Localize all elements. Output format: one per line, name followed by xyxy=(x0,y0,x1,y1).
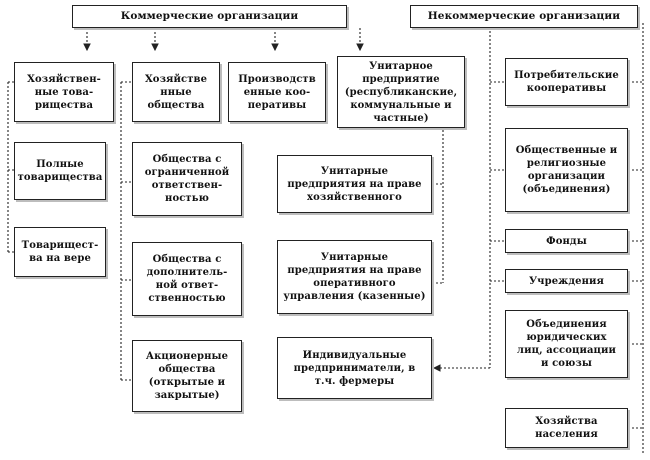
consumer-cooperatives-box: Потребительские кооперативы xyxy=(505,58,628,106)
unitary-enterprise-box: Унитарное предприятие (республиканские, … xyxy=(337,56,465,128)
business-partnerships-box: Хозяйствен- ные това- рищества xyxy=(14,62,114,122)
unitary-operational-management-box: Унитарные предприятия на праве оперативн… xyxy=(277,240,432,314)
alc-box: Общества с дополнитель- ной ответ- ствен… xyxy=(132,242,242,316)
joint-stock-company-box: Акционерные общества (открытые и закрыты… xyxy=(132,340,242,412)
limited-partnership-box: Товарищест- ва на вере xyxy=(14,227,106,277)
noncommercial-organizations-header: Некоммерческие организации xyxy=(410,5,638,28)
public-religious-organizations-box: Общественные и религиозные организации (… xyxy=(505,128,628,212)
commercial-organizations-header: Коммерческие организации xyxy=(72,5,347,28)
individual-entrepreneurs-box: Индивидуальные предприниматели, в т.ч. ф… xyxy=(277,337,432,399)
households-box: Хозяйства населения xyxy=(505,408,628,448)
unitary-economic-management-box: Унитарные предприятия на праве хозяйстве… xyxy=(277,155,432,213)
institutions-box: Учреждения xyxy=(505,269,628,293)
llc-box: Общества с ограниченной ответствен- ност… xyxy=(132,142,242,216)
unions-associations-box: Объединения юридических лиц, ассоциации … xyxy=(505,310,628,378)
production-cooperatives-box: Производств енные коо- перативы xyxy=(228,62,326,122)
business-companies-box: Хозяйстве нные общества xyxy=(132,62,220,122)
funds-box: Фонды xyxy=(505,229,628,253)
general-partnership-box: Полные товарищества xyxy=(14,142,106,200)
